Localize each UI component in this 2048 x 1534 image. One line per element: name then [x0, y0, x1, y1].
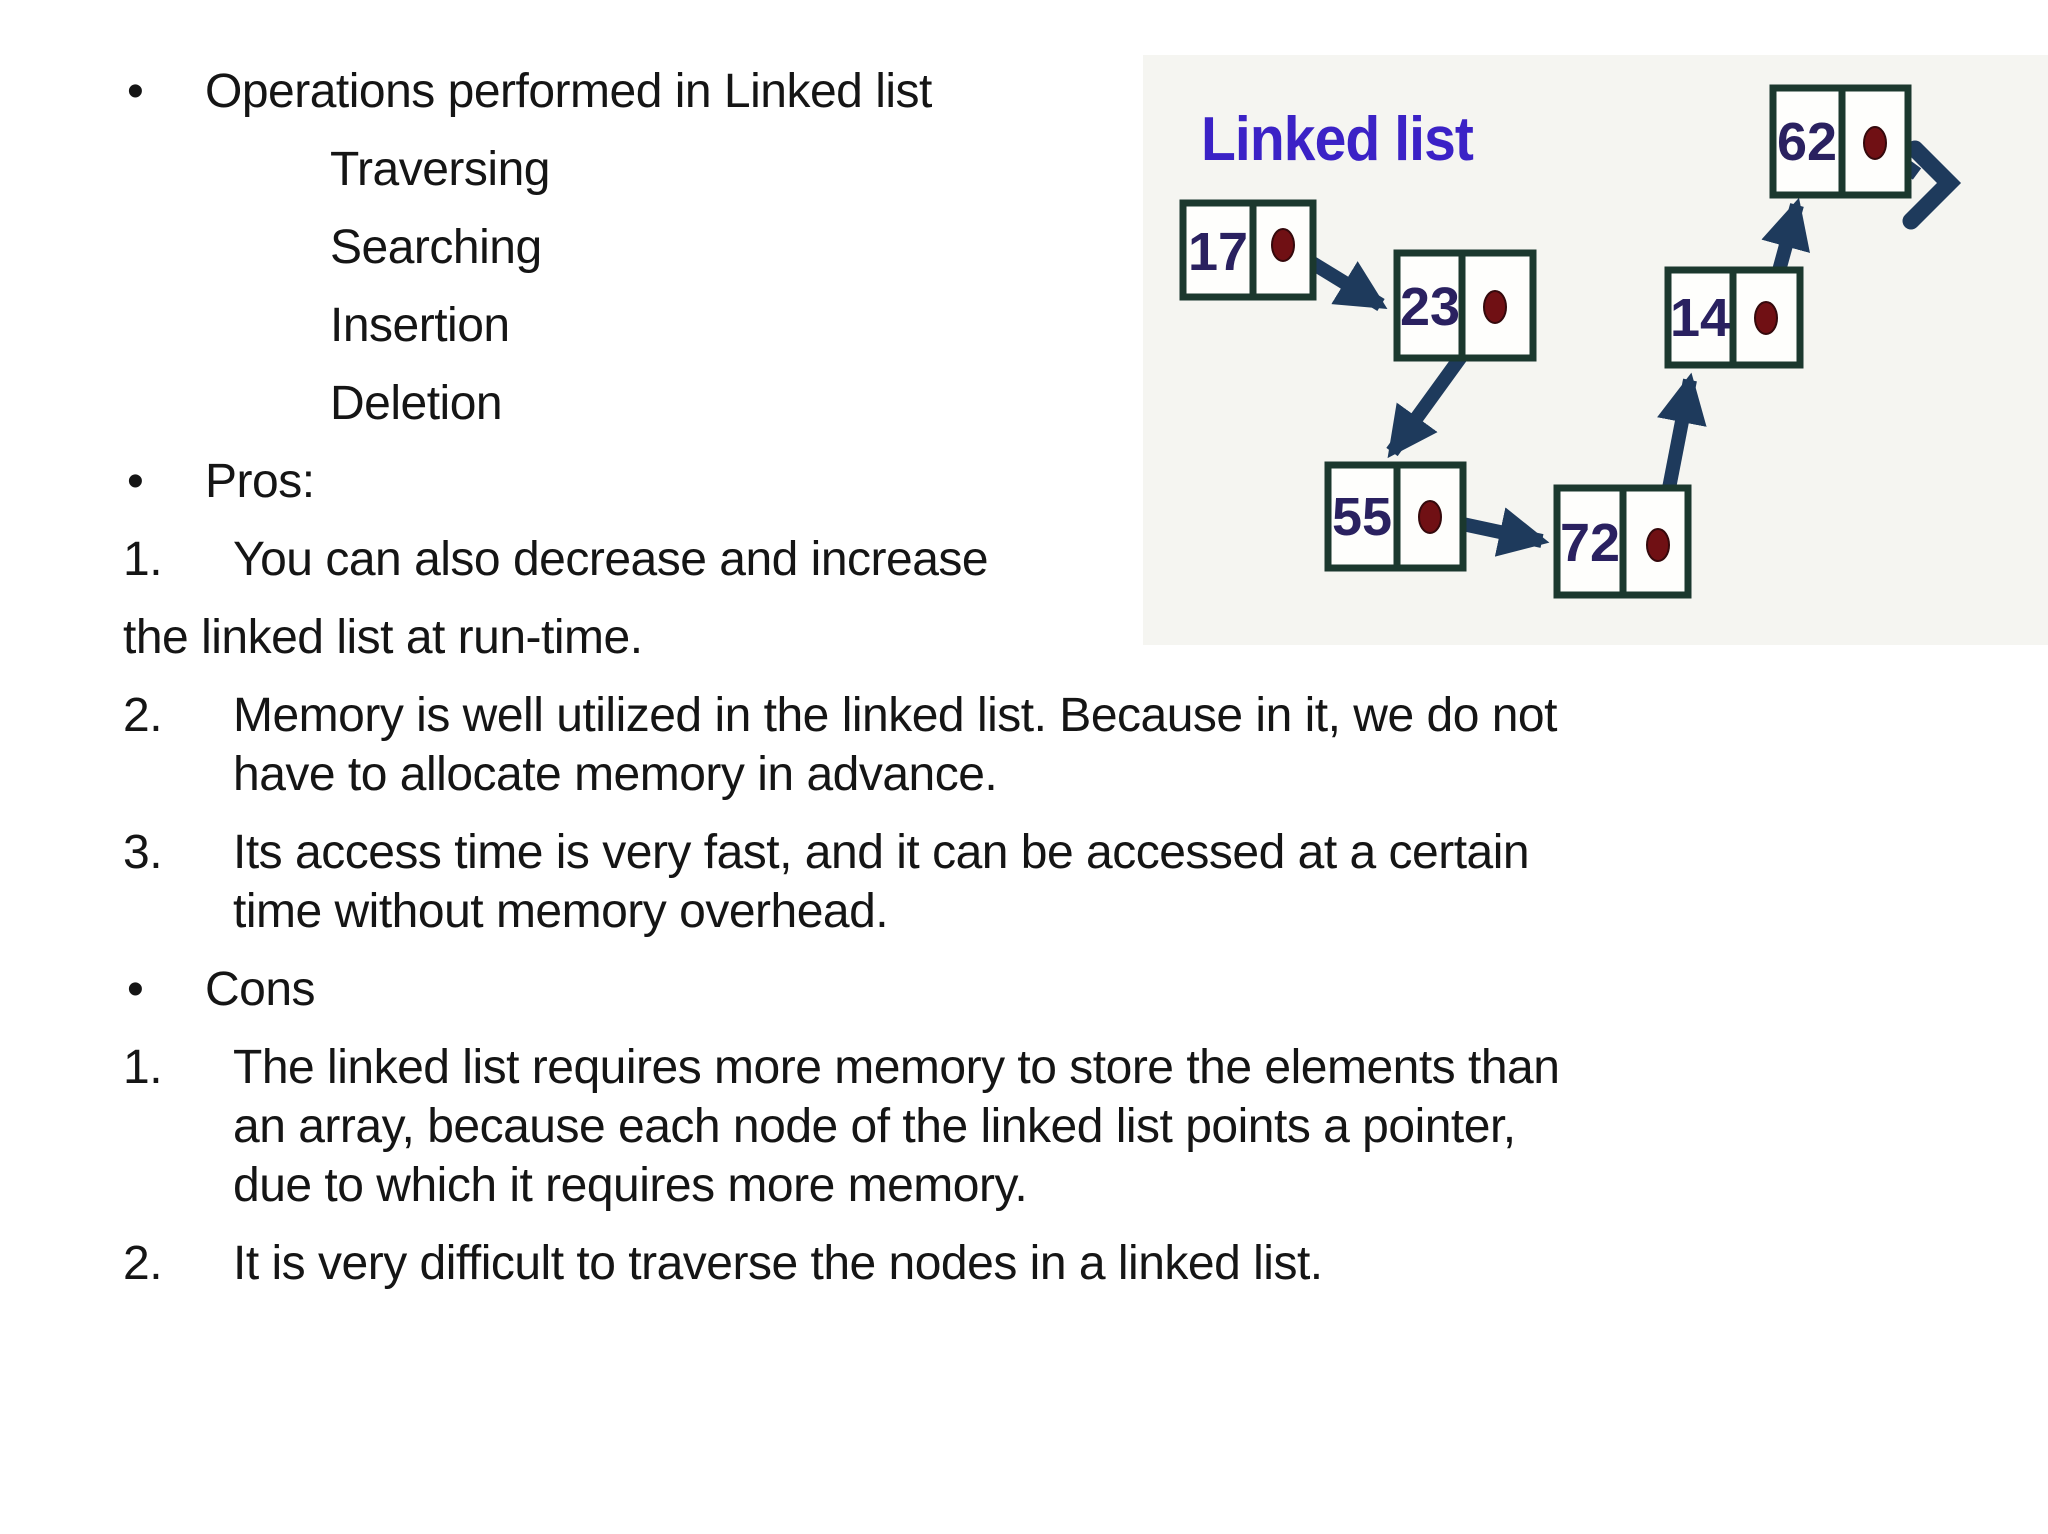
list-line: • Cons: [0, 960, 2048, 1019]
list-line: have to allocate memory in advance.: [0, 745, 2048, 804]
node-6: 62: [1769, 84, 1912, 199]
list-line: due to which it requires more memory.: [0, 1156, 2048, 1215]
bullet-marker: •: [127, 455, 144, 508]
list-line: Searching: [0, 218, 2048, 277]
list-line: time without memory overhead.: [0, 882, 2048, 941]
list-line: 1. You can also decrease and increase: [0, 530, 2048, 589]
number-marker: 2.: [123, 1237, 163, 1290]
pointer-dot-icon: [1418, 500, 1442, 534]
line-text: an array, because each node of the linke…: [233, 1100, 1516, 1153]
line-text: Pros:: [205, 455, 315, 508]
diagram-title: Linked list: [1201, 105, 1473, 174]
line-text: The linked list requires more memory to …: [233, 1041, 1560, 1094]
line-text: Cons: [205, 963, 316, 1016]
list-line: Traversing: [0, 140, 2048, 199]
number-marker: 2.: [123, 689, 163, 742]
bullet-marker: •: [127, 65, 144, 118]
node-2: 23: [1393, 249, 1537, 362]
number-marker: 1.: [123, 1041, 163, 1094]
node-value: 62: [1777, 112, 1837, 172]
node-value: 55: [1332, 487, 1392, 547]
node-value: 23: [1400, 277, 1460, 337]
line-text: You can also decrease and increase: [233, 533, 989, 586]
list-line: 2. Memory is well utilized in the linked…: [0, 686, 2048, 745]
pointer-dot-icon: [1271, 228, 1295, 262]
null-pointer-chevron-icon: [1902, 140, 1962, 230]
linked-list-diagram: Linked list 17 23 55: [1143, 55, 2048, 645]
list-line: Deletion: [0, 374, 2048, 433]
node-5: 14: [1664, 266, 1804, 369]
pointer-dot-icon: [1646, 528, 1670, 562]
line-text: It is very difficult to traverse the nod…: [233, 1237, 1323, 1290]
line-text: have to allocate memory in advance.: [233, 748, 998, 801]
line-text: due to which it requires more memory.: [233, 1159, 1028, 1212]
line-text: Memory is well utilized in the linked li…: [233, 689, 1557, 742]
line-text: Its access time is very fast, and it can…: [233, 826, 1530, 879]
list-line: 2. It is very difficult to traverse the …: [0, 1234, 2048, 1293]
line-text: Insertion: [330, 299, 510, 352]
list-line: 1. The linked list requires more memory …: [0, 1038, 2048, 1097]
list-line: 3. Its access time is very fast, and it …: [0, 823, 2048, 882]
list-line: • Operations performed in Linked list: [0, 62, 2048, 121]
pointer-dot-icon: [1863, 126, 1887, 160]
node-value: 72: [1560, 513, 1620, 573]
list-line: • Pros:: [0, 452, 2048, 511]
node-4: 72: [1553, 484, 1692, 599]
node-value: 17: [1188, 222, 1248, 282]
line-text: Searching: [330, 221, 542, 274]
node-3: 55: [1324, 461, 1467, 572]
pointer-dot-icon: [1754, 301, 1778, 335]
pointer-dot-icon: [1483, 290, 1507, 324]
bullet-marker: •: [127, 963, 144, 1016]
node-1: 17: [1179, 199, 1317, 301]
line-text: Deletion: [330, 377, 503, 430]
list-line: an array, because each node of the linke…: [0, 1097, 2048, 1156]
line-text: the linked list at run-time.: [123, 611, 643, 664]
line-text: Operations performed in Linked list: [205, 65, 932, 118]
list-line: Insertion: [0, 296, 2048, 355]
list-line: the linked list at run-time.: [0, 608, 2048, 667]
bullet-list: • Operations performed in Linked list Tr…: [0, 62, 2048, 1293]
node-value: 14: [1670, 288, 1730, 348]
number-marker: 3.: [123, 826, 163, 879]
number-marker: 1.: [123, 533, 163, 586]
line-text: time without memory overhead.: [233, 885, 889, 938]
line-text: Traversing: [330, 143, 550, 196]
